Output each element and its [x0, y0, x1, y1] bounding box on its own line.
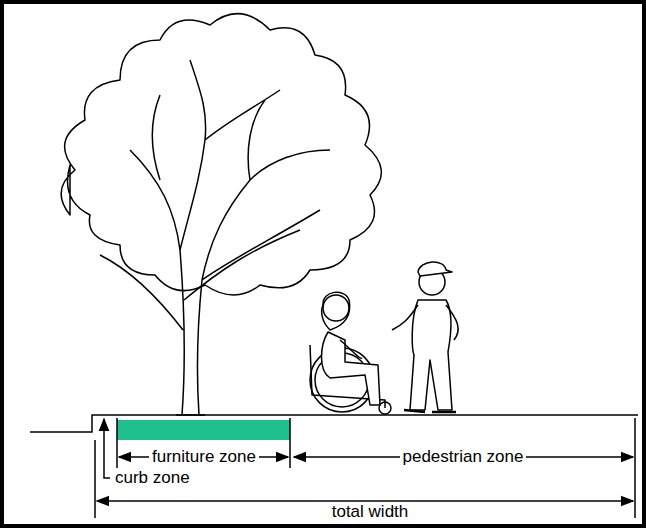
- curb-leader: [104, 419, 110, 478]
- wheelchair-user: [340, 340, 362, 358]
- dimension-ticks: [289, 418, 291, 468]
- standing-person: [392, 305, 458, 340]
- tree: [176, 414, 205, 416]
- standing-person: [418, 262, 452, 276]
- tree: [61, 14, 381, 295]
- curb-leader: [104, 419, 110, 478]
- zone-label: curb zone: [112, 469, 193, 488]
- dimension-arrows: [97, 500, 633, 502]
- tree: [153, 95, 331, 415]
- tree: [61, 14, 381, 415]
- standing-person: [404, 410, 456, 412]
- zone-label: furniture zone: [149, 448, 259, 467]
- dimension-ticks: [94, 440, 96, 518]
- wheelchair-user: [310, 292, 391, 414]
- dimension-label: total width: [329, 503, 412, 522]
- dimension-ticks: [116, 418, 118, 468]
- tree: [100, 60, 300, 415]
- wheelchair-user: [322, 292, 350, 330]
- zone-label: pedestrian zone: [400, 448, 527, 467]
- dimension-ticks: [634, 418, 636, 518]
- standing-person: [410, 300, 452, 410]
- wheelchair-user: [322, 332, 381, 405]
- furniture-zone-bar: [117, 420, 290, 440]
- wheelchair-user: [323, 295, 349, 321]
- standing-person: [392, 262, 458, 412]
